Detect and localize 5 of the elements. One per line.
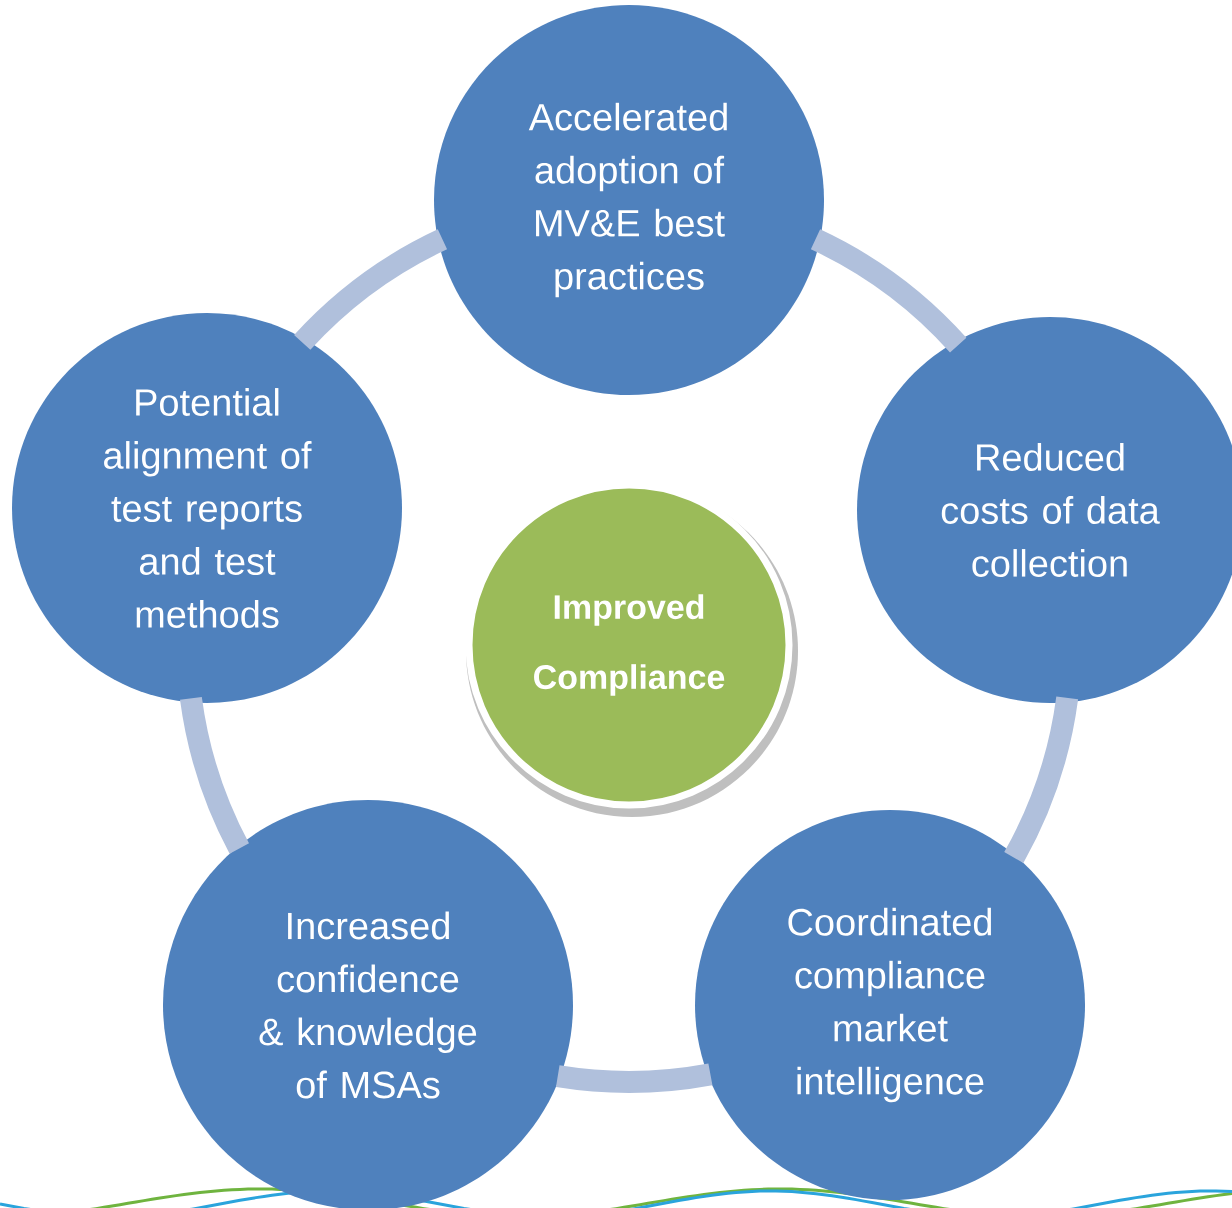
ring-arc [180,696,250,854]
ring-arc [556,1063,713,1093]
ring-arc [294,229,448,350]
ring-arc [1004,696,1079,863]
ring-arc [810,229,967,353]
